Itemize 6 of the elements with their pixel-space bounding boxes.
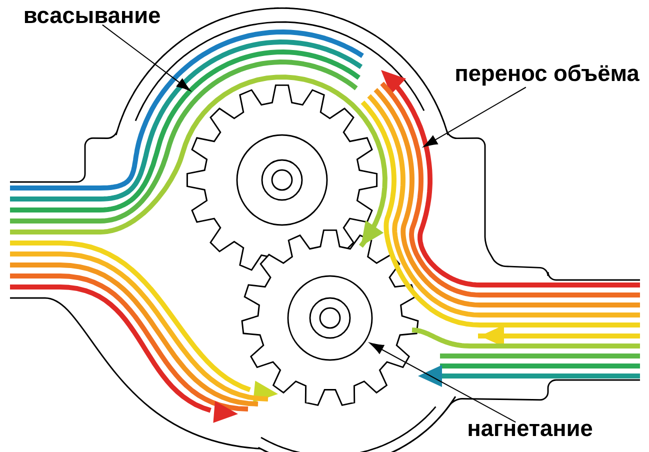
label-text: перенос объёма bbox=[456, 64, 640, 86]
label-text: всасывание bbox=[24, 10, 160, 24]
label-text: нагнетание bbox=[468, 424, 592, 436]
leader-line bbox=[370, 342, 516, 423]
leader-line bbox=[423, 86, 526, 147]
leader-line bbox=[102, 24, 191, 92]
